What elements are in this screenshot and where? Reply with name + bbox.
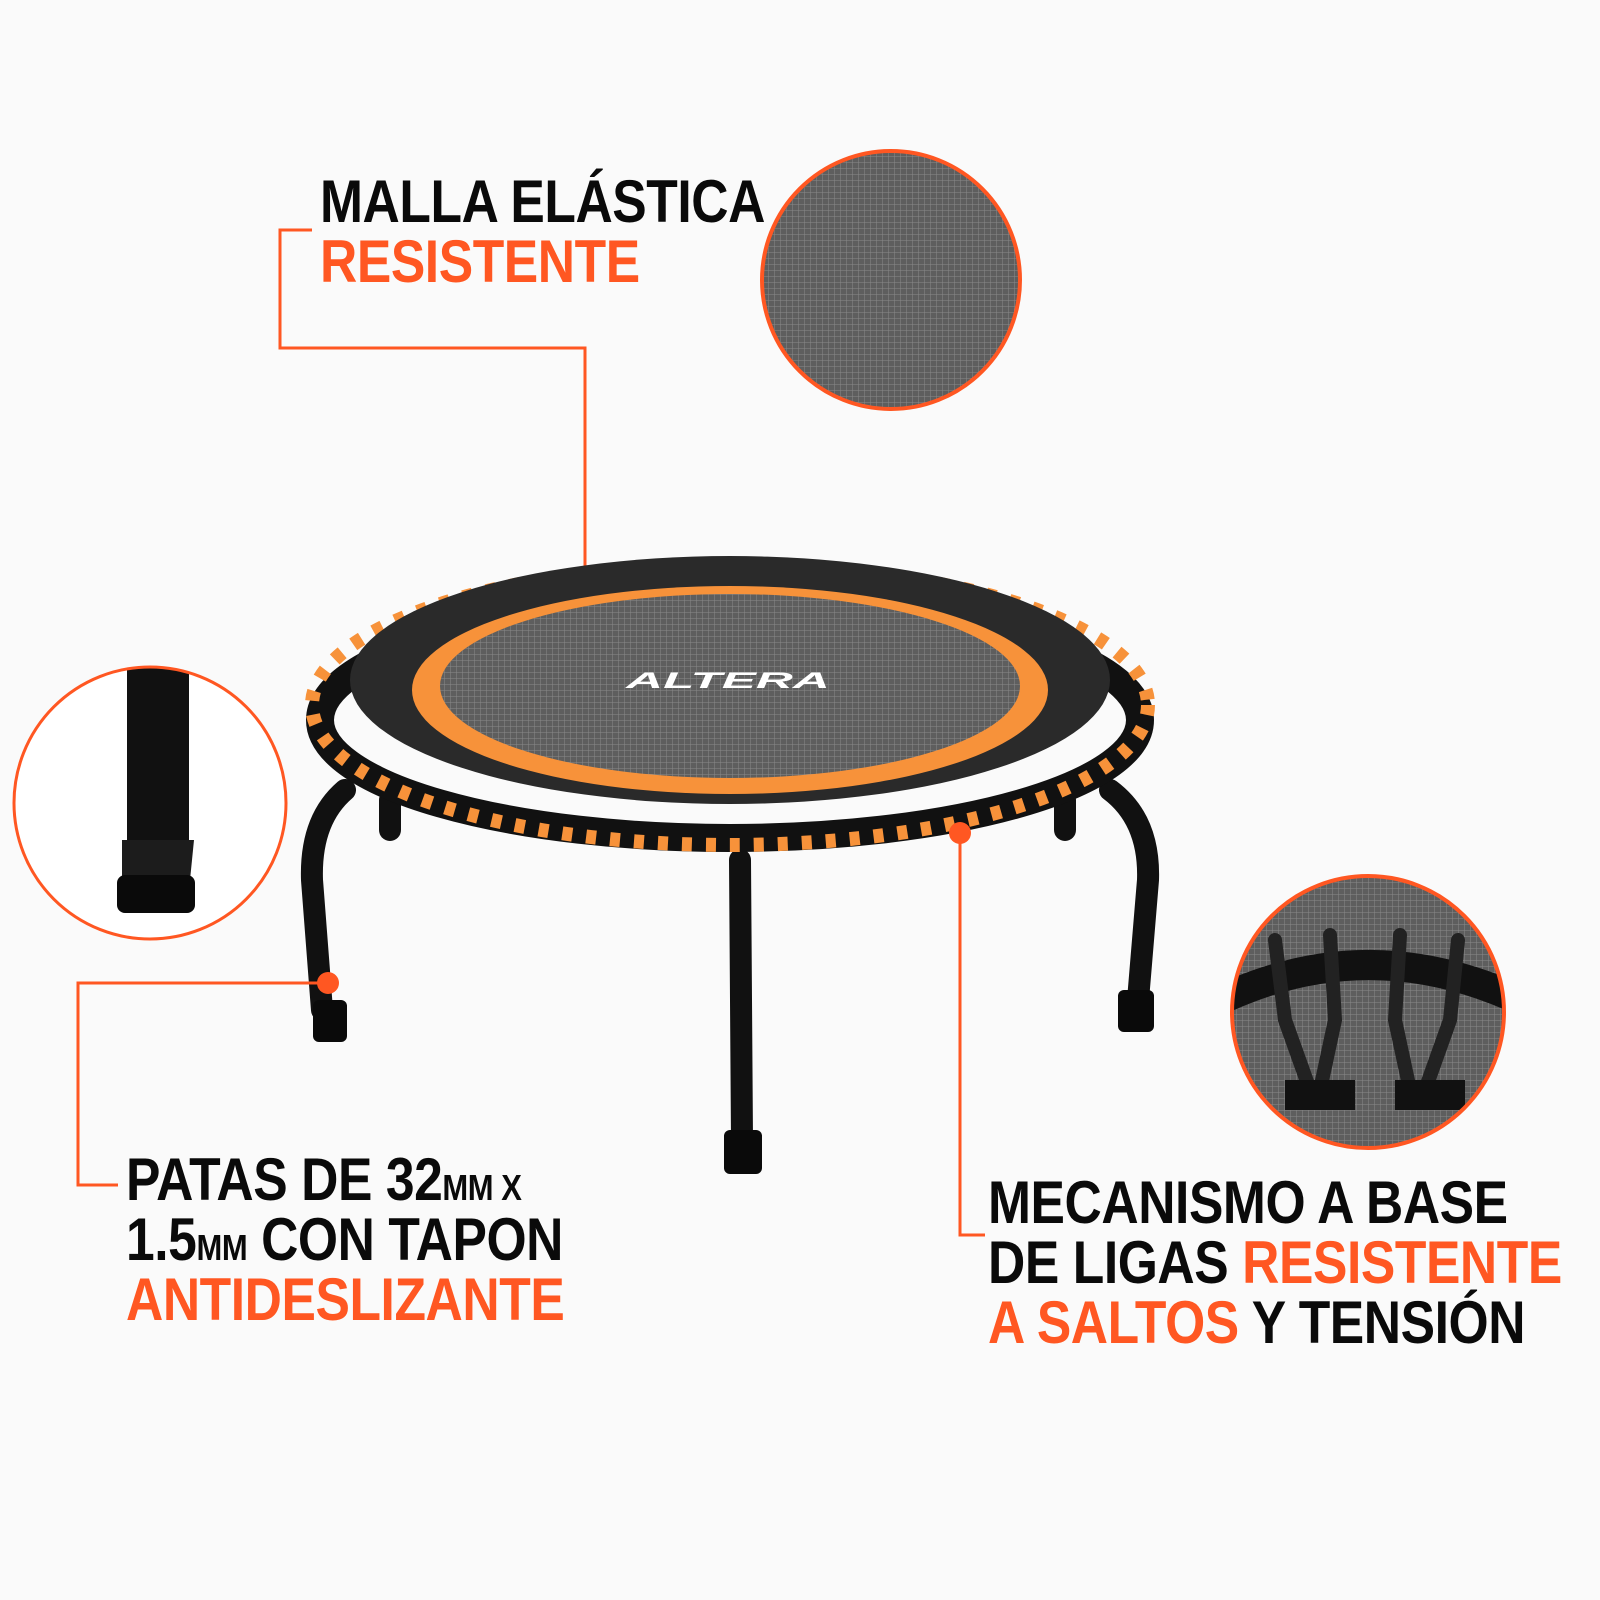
- legs-line-3: ANTIDESLIZANTE: [126, 1266, 565, 1333]
- trampoline-legs: [300, 779, 1160, 1151]
- legs-line-2: 1.5MM CON TAPON: [126, 1210, 563, 1278]
- bands-line-1: MECANISMO A BASE: [988, 1169, 1508, 1236]
- legs-text: X: [493, 1167, 522, 1208]
- bands-pointer-dot: [949, 822, 971, 844]
- leg-caps: [313, 990, 1154, 1174]
- legs-leader-line: [76, 981, 328, 1187]
- brand-logo: ALTERA: [625, 668, 830, 693]
- bands-leader-line: [958, 833, 985, 1237]
- legs-line-1: PATAS DE 32MM X: [126, 1150, 522, 1218]
- bands-highlight: RESISTENTE: [1242, 1229, 1562, 1296]
- mesh-subtitle: RESISTENTE: [320, 228, 640, 295]
- mesh-title: MALLA ELÁSTICA: [320, 168, 765, 235]
- leg-detail-circle: [12, 665, 288, 941]
- mesh-detail-circle: [760, 149, 1022, 411]
- legs-text: PATAS DE 32: [126, 1146, 443, 1213]
- bands-line-2: DE LIGAS RESISTENTE: [988, 1233, 1562, 1293]
- bands-text: DE LIGAS: [988, 1229, 1243, 1296]
- legs-pointer-dot: [317, 972, 339, 994]
- legs-text: CON TAPON: [247, 1206, 563, 1273]
- legs-unit: MM: [196, 1227, 248, 1268]
- bungee-detail-circle: [1230, 874, 1506, 1150]
- bands-highlight: A SALTOS: [988, 1289, 1239, 1356]
- legs-unit: MM: [442, 1167, 494, 1208]
- trampoline-mat: [440, 594, 1020, 778]
- bands-line-3: A SALTOS Y TENSIÓN: [988, 1293, 1525, 1353]
- bands-text: Y TENSIÓN: [1238, 1289, 1526, 1356]
- legs-text: 1.5: [126, 1206, 197, 1273]
- mesh-leader-line: [278, 228, 587, 633]
